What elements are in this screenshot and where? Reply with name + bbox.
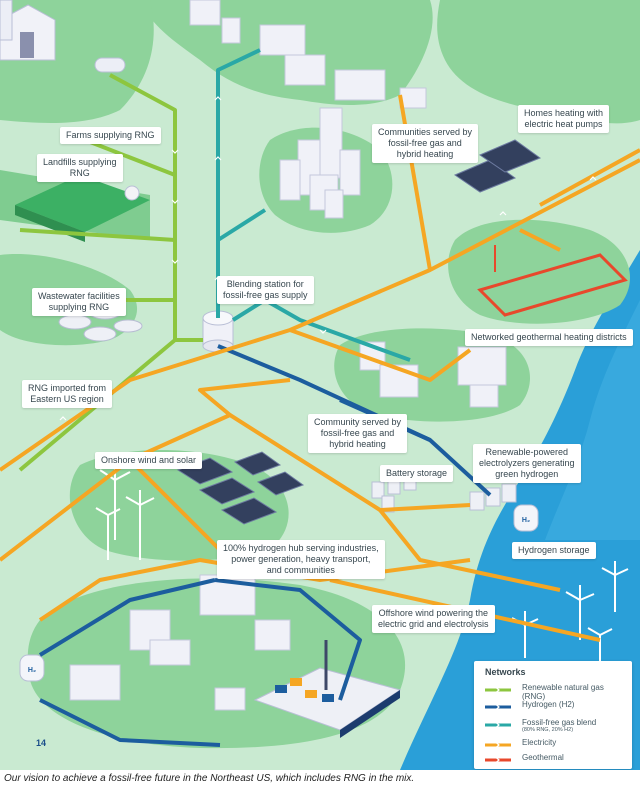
label-wastewater: Wastewater facilities supplying RNG <box>32 288 126 316</box>
legend-item: Hydrogen (H2) <box>484 700 629 720</box>
label-landfills: Landfills supplying RNG <box>37 154 123 182</box>
city-buildings <box>279 107 361 219</box>
legend-label-text: Hydrogen (H2) <box>522 700 575 709</box>
legend-swatch <box>485 757 511 763</box>
solar-panels-onshore <box>176 451 305 525</box>
label-communities-hybrid: Communities served by fossil-free gas an… <box>372 124 479 163</box>
legend-label-text: Electricity <box>522 738 557 747</box>
label-battery: Battery storage <box>380 465 454 482</box>
fossil-free-blend-network <box>216 48 411 362</box>
onshore-wind-turbines <box>95 462 155 560</box>
h2-tank-symbol-right: H₂ <box>522 517 530 524</box>
label-geothermal-districts: Networked geothermal heating districts <box>465 329 633 346</box>
electrolyzer-units <box>469 483 517 511</box>
ocean-shade <box>545 300 640 540</box>
legend-item: Geothermal <box>484 753 629 770</box>
legend-title: Networks <box>485 667 526 677</box>
farm-buildings <box>0 0 126 73</box>
legend-label-text: Renewable natural gas (RNG) <box>522 683 604 701</box>
cargo-ship <box>253 640 402 738</box>
label-homes-heat-pumps: Homes heating with electric heat pumps <box>518 105 610 133</box>
figure-caption: Our vision to achieve a fossil-free futu… <box>4 773 415 784</box>
geothermal-loop <box>477 253 628 317</box>
legend-label-text: Geothermal <box>522 753 564 762</box>
legend-label: Hydrogen (H2) <box>522 700 574 709</box>
infographic-map: H₂ H₂ <box>0 0 640 770</box>
village-buildings <box>189 0 427 109</box>
legend-label-note: (80% RNG, 20% H2) <box>522 727 574 733</box>
landfill <box>15 175 150 232</box>
legend-item: Renewable natural gas (RNG) <box>484 683 629 703</box>
solar-panels-north <box>453 139 542 193</box>
h2-tank-symbol-left: H₂ <box>28 667 36 674</box>
legend-swatch <box>485 722 511 728</box>
label-hydrogen-storage: Hydrogen storage <box>512 542 596 559</box>
label-farms: Farms supplying RNG <box>60 127 161 144</box>
landfill-tank <box>124 185 140 201</box>
label-onshore: Onshore wind and solar <box>95 452 203 469</box>
label-community-hybrid: Community served by fossil-free gas and … <box>308 414 408 453</box>
hill-top-right-homes <box>437 0 640 124</box>
legend-swatch <box>485 742 511 748</box>
legend-label: Renewable natural gas (RNG) <box>522 683 629 701</box>
battery-storage-units <box>371 473 417 513</box>
label-hydrogen-hub: 100% hydrogen hub serving industries, po… <box>217 540 385 579</box>
label-offshore: Offshore wind powering the electric grid… <box>372 605 495 633</box>
legend-item: Electricity <box>484 738 629 758</box>
hydrogen-tank-hub <box>19 654 45 682</box>
hydrogen-storage-tank <box>513 504 539 532</box>
legend-label: Geothermal <box>522 753 564 762</box>
label-electrolyzers: Renewable-powered electrolyzers generati… <box>473 444 581 483</box>
page-number: 14 <box>36 738 47 748</box>
legend-label: Fossil-free gas blend(80% RNG, 20% H2) <box>522 718 596 734</box>
legend-swatch <box>485 687 511 693</box>
label-blending-station: Blending station for fossil-free gas sup… <box>217 276 314 304</box>
hill-onshore <box>69 450 289 561</box>
label-rng-imported: RNG imported from Eastern US region <box>22 380 113 408</box>
legend-label-text: Fossil-free gas blend <box>522 718 597 727</box>
legend-item: Fossil-free gas blend(80% RNG, 20% H2) <box>484 718 629 738</box>
legend-label: Electricity <box>522 738 556 747</box>
legend-swatch <box>485 704 511 710</box>
networks-legend: Networks Renewable natural gas (RNG)Hydr… <box>474 661 632 769</box>
